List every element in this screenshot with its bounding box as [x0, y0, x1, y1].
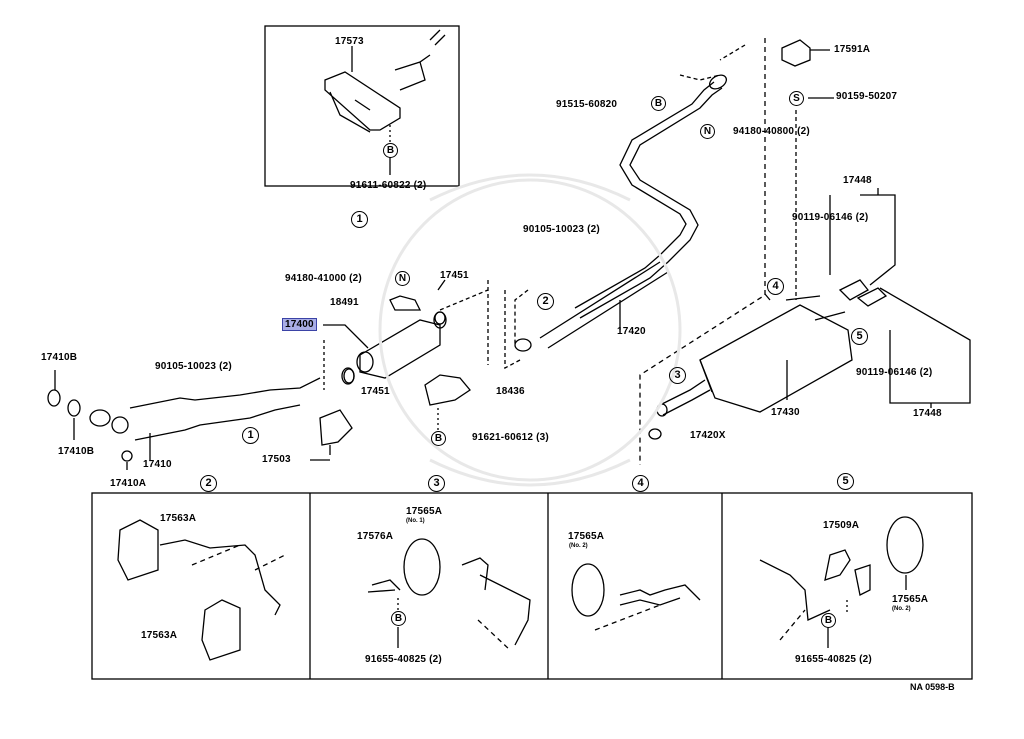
part-17410B-lower[interactable]: 17410B [58, 446, 95, 457]
part-90119-06146-upper[interactable]: 90119-06146 (2) [792, 212, 869, 223]
part-17565A-no1-note: (No. 1) [406, 518, 425, 524]
part-17451-upper[interactable]: 17451 [440, 270, 469, 281]
gasket-17451-upper [434, 311, 446, 325]
part-17420X[interactable]: 17420X [690, 430, 726, 441]
catalytic-converter-17400 [359, 319, 441, 379]
diagram-code: NA 0598-B [910, 682, 955, 692]
part-17573[interactable]: 17573 [335, 36, 364, 47]
part-17565A-no2-note-panel4: (No. 2) [569, 543, 588, 549]
callout-3: 3 [669, 367, 686, 384]
part-17448-upper[interactable]: 17448 [843, 175, 872, 186]
part-90159-50207[interactable]: 90159-50207 [836, 91, 898, 102]
part-17563A-upper[interactable]: 17563A [160, 513, 197, 524]
panel-2-number: 2 [200, 475, 217, 492]
part-91655-40825-panel3[interactable]: 91655-40825 (2) [365, 654, 442, 665]
bolt-symbol-b: B [391, 611, 406, 626]
part-90105-10023-left[interactable]: 90105-10023 (2) [155, 361, 232, 372]
part-90119-06146-lower[interactable]: 90119-06146 (2) [856, 367, 933, 378]
part-17565A-no2-panel4[interactable]: 17565A [568, 531, 605, 542]
part-17503[interactable]: 17503 [262, 454, 291, 465]
heat-protector-18491 [389, 295, 422, 311]
callout-1: 1 [242, 427, 259, 444]
bracket-17503 [319, 409, 353, 446]
part-91621-60612[interactable]: 91621-60612 (3) [472, 432, 549, 443]
part-17430[interactable]: 17430 [771, 407, 800, 418]
part-17591A[interactable]: 17591A [834, 44, 871, 55]
symbol-s: S [789, 91, 804, 106]
panel-4-number: 4 [632, 475, 649, 492]
callout-2: 2 [537, 293, 554, 310]
part-94180-40800[interactable]: 94180-40800 (2) [733, 126, 810, 137]
part-18491[interactable]: 18491 [330, 297, 359, 308]
part-17576A[interactable]: 17576A [357, 531, 394, 542]
part-17448-lower[interactable]: 17448 [913, 408, 942, 419]
bracket-18436 [424, 374, 471, 406]
part-94180-41000[interactable]: 94180-41000 (2) [285, 273, 362, 284]
nut-symbol-n: N [395, 271, 410, 286]
nut-symbol-n: N [700, 124, 715, 139]
callout-5: 5 [851, 328, 868, 345]
part-17565A-no2-panel5[interactable]: 17565A [892, 594, 929, 605]
muffler-17430 [699, 304, 853, 413]
detail-box-1 [264, 25, 460, 187]
gasket-17451-lower [343, 368, 355, 384]
part-17410[interactable]: 17410 [143, 459, 172, 470]
bolt-symbol-b: B [431, 431, 446, 446]
panel-3-number: 3 [428, 475, 445, 492]
part-17400-highlighted[interactable]: 17400 [282, 318, 317, 331]
detail-panel-frame [91, 492, 973, 680]
part-91655-40825-panel5[interactable]: 91655-40825 (2) [795, 654, 872, 665]
front-pipe-17410 [129, 377, 321, 441]
bolt-symbol-b: B [383, 143, 398, 158]
hanger-17591A [781, 39, 811, 67]
bolt-symbol-b: B [821, 613, 836, 628]
part-91611-60822[interactable]: 91611-60822 (2) [350, 180, 427, 191]
part-91515-60820[interactable]: 91515-60820 [556, 99, 618, 110]
part-17563A-lower[interactable]: 17563A [141, 630, 178, 641]
part-17420[interactable]: 17420 [617, 326, 646, 337]
part-17451-lower[interactable]: 17451 [361, 386, 390, 397]
part-90105-10023-mid[interactable]: 90105-10023 (2) [523, 224, 600, 235]
callout-1-top: 1 [351, 211, 368, 228]
part-17410A[interactable]: 17410A [110, 478, 147, 489]
callout-4: 4 [767, 278, 784, 295]
part-18436[interactable]: 18436 [496, 386, 525, 397]
bolt-symbol-b: B [651, 96, 666, 111]
panel-5-number: 5 [837, 473, 854, 490]
part-17565A-no2-note-panel5: (No. 2) [892, 606, 911, 612]
part-17410B-upper[interactable]: 17410B [41, 352, 78, 363]
heat-insulator-17573 [324, 71, 401, 133]
part-17565A-no1[interactable]: 17565A [406, 506, 443, 517]
part-17509A[interactable]: 17509A [823, 520, 860, 531]
